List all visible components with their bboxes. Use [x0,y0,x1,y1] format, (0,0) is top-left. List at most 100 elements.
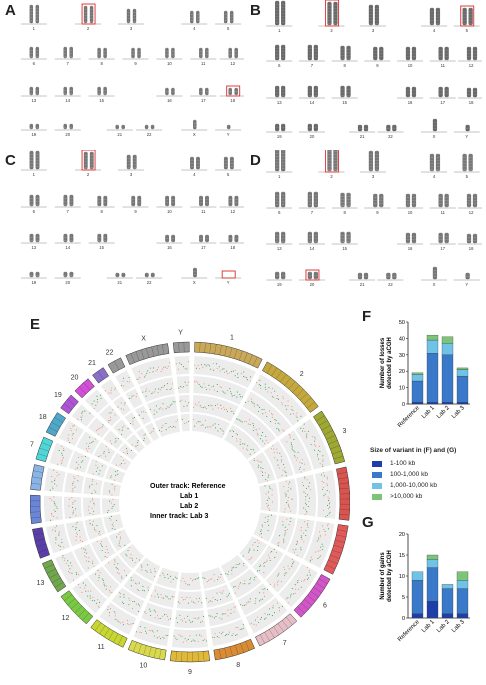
chromosome [83,5,88,24]
circos-chromosome-label: 21 [88,360,96,367]
bar-segment [456,588,469,614]
chromosome [340,192,345,208]
chromosome [165,87,169,96]
circos-chromosome-label: Y [178,329,183,336]
circos-chromosome-label: 9 [188,669,192,676]
circos-chromosome-label: 19 [54,392,62,399]
chromosome [392,272,397,280]
panel-label-d: D [250,152,261,169]
chromosome [313,231,318,244]
chromosome [435,7,440,26]
chromosome-label: 20 [310,282,315,287]
chromosome-label: 19 [31,280,36,285]
chromosome-label: Y [465,134,468,139]
chromosome [313,85,318,98]
bar-segment [411,380,424,403]
y-tick-label: 20 [399,369,405,375]
highlight-box [305,269,320,281]
legend-label: 1,000-10,000 kb [390,482,437,489]
chromosome [346,192,351,208]
chromosome [468,153,473,172]
variant-legend-item: 100-1,000 kb [370,471,486,478]
circos-legend: Outer track: Reference Lab 1 Lab 2 Inner… [150,483,226,520]
chromosome-label: 3 [372,28,375,33]
chromosome [379,193,384,208]
chromosome [69,271,74,278]
chromosome-ideogram [60,590,94,625]
legend-outer: Outer track: Reference [150,483,226,490]
chromosome [63,233,68,243]
category-label: Lab 1 [421,405,436,420]
chromosome-ideogram [169,650,211,663]
chromosome [190,156,194,170]
chromosome-ideogram [255,613,298,647]
chromosome-label: 17 [201,98,206,103]
chromosome [35,4,39,24]
chromosome-label: 22 [147,132,152,137]
chromosome-label: 4 [193,172,196,177]
chromosome-label: X [193,280,196,285]
chromosome [126,8,131,24]
chromosome [307,85,312,98]
chromosome-label: 19 [31,132,36,137]
chromosome [275,231,280,244]
panel-label-g: G [362,514,374,531]
bar-segment [456,613,469,619]
chromosome [63,271,68,278]
bar-segment [426,334,439,341]
bar-segment [426,554,439,560]
highlight-box [325,150,340,173]
circos-chromosome-label: 22 [106,349,114,356]
chromosome [234,234,239,243]
chromosome [340,231,345,244]
chromosome [373,193,378,208]
y-axis-label: Number of gainsdetected by aCGH [380,550,393,602]
bar-segment [441,584,454,589]
panel-label-e: E [30,316,41,333]
chromosome-label: 20 [65,280,70,285]
chromosome-label: 12 [230,209,235,214]
chromosome-label: 21 [360,282,365,287]
variant-legend-item: >10,000 kb [370,493,486,500]
chromosome [199,87,203,96]
chromosome [392,124,397,132]
chromosome [35,86,39,96]
bar-segment [411,372,424,375]
bar-segment [456,369,469,377]
chromosome [224,156,228,170]
chromosome [333,150,338,172]
chromosome-label: 4 [433,174,436,179]
chromosome-label: 21 [117,280,122,285]
chromosome [357,124,363,132]
chromosome-label: 4 [433,28,436,33]
chromosome [281,85,286,98]
chromosome [357,272,363,280]
chromosome [63,194,68,207]
circos-chromosome-label: 6 [323,602,327,609]
chromosome-label: 8 [343,63,346,68]
chromosome [97,86,101,96]
chromosome [405,193,411,208]
chromosome-label: 14 [310,246,315,251]
chromosome [230,10,234,24]
chromosome [363,272,369,280]
chromosome [199,234,203,243]
chromosome [465,124,470,132]
chromosome [69,194,74,207]
chromosome-label: 2 [330,174,333,179]
bar-segment [411,613,424,619]
circos-chromosome-label: 13 [37,580,45,587]
chromosome [462,7,467,26]
chromosome [405,46,411,61]
chromosome [468,7,473,26]
bar-segment [411,374,424,382]
y-axis-label: Number of lossesdetected by aCGH [380,337,393,389]
panel-label-c: C [5,152,16,169]
chromosome [281,271,286,280]
chromosome [313,123,318,132]
chromosome-label: 2 [87,26,90,31]
bar-segment [441,354,454,403]
chromosome [35,233,40,243]
chromosome-label: 14 [65,245,70,250]
